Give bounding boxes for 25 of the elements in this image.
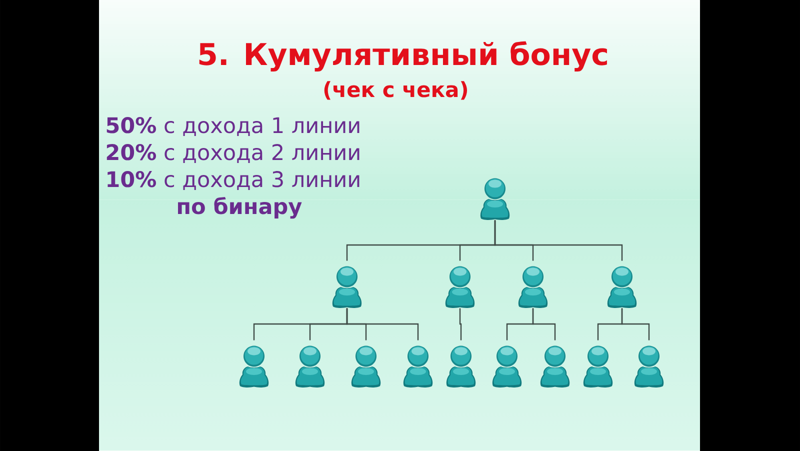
person-icon	[446, 346, 476, 388]
subtitle: (чек с чека)	[324, 81, 468, 100]
bonus-rate-text: 50% с дохода 1 линии	[106, 117, 360, 136]
note-text: по бинару	[178, 196, 302, 219]
connector-line	[459, 308, 462, 340]
bonus-rate-text: 20% с дохода 2 линии	[106, 144, 360, 163]
slide-title: 5. Кумулятивный бонус	[199, 41, 607, 72]
person-icon	[239, 346, 269, 388]
person-icon	[403, 346, 433, 388]
person-icon	[351, 346, 381, 388]
person-icon	[607, 266, 637, 308]
person-icon	[480, 178, 510, 220]
connector-line	[494, 220, 623, 261]
person-icon	[634, 346, 664, 388]
connector-line	[346, 308, 419, 340]
person-icon	[295, 346, 325, 388]
person-icon	[332, 266, 362, 308]
person-icon	[583, 346, 613, 388]
connector-line	[532, 308, 556, 340]
connector-line	[621, 308, 650, 340]
person-icon	[492, 346, 522, 388]
person-icon	[445, 266, 475, 308]
bonus-rate-text: 10% с дохода 3 линии	[108, 171, 360, 190]
person-icon	[540, 346, 570, 388]
person-icon	[518, 266, 548, 308]
